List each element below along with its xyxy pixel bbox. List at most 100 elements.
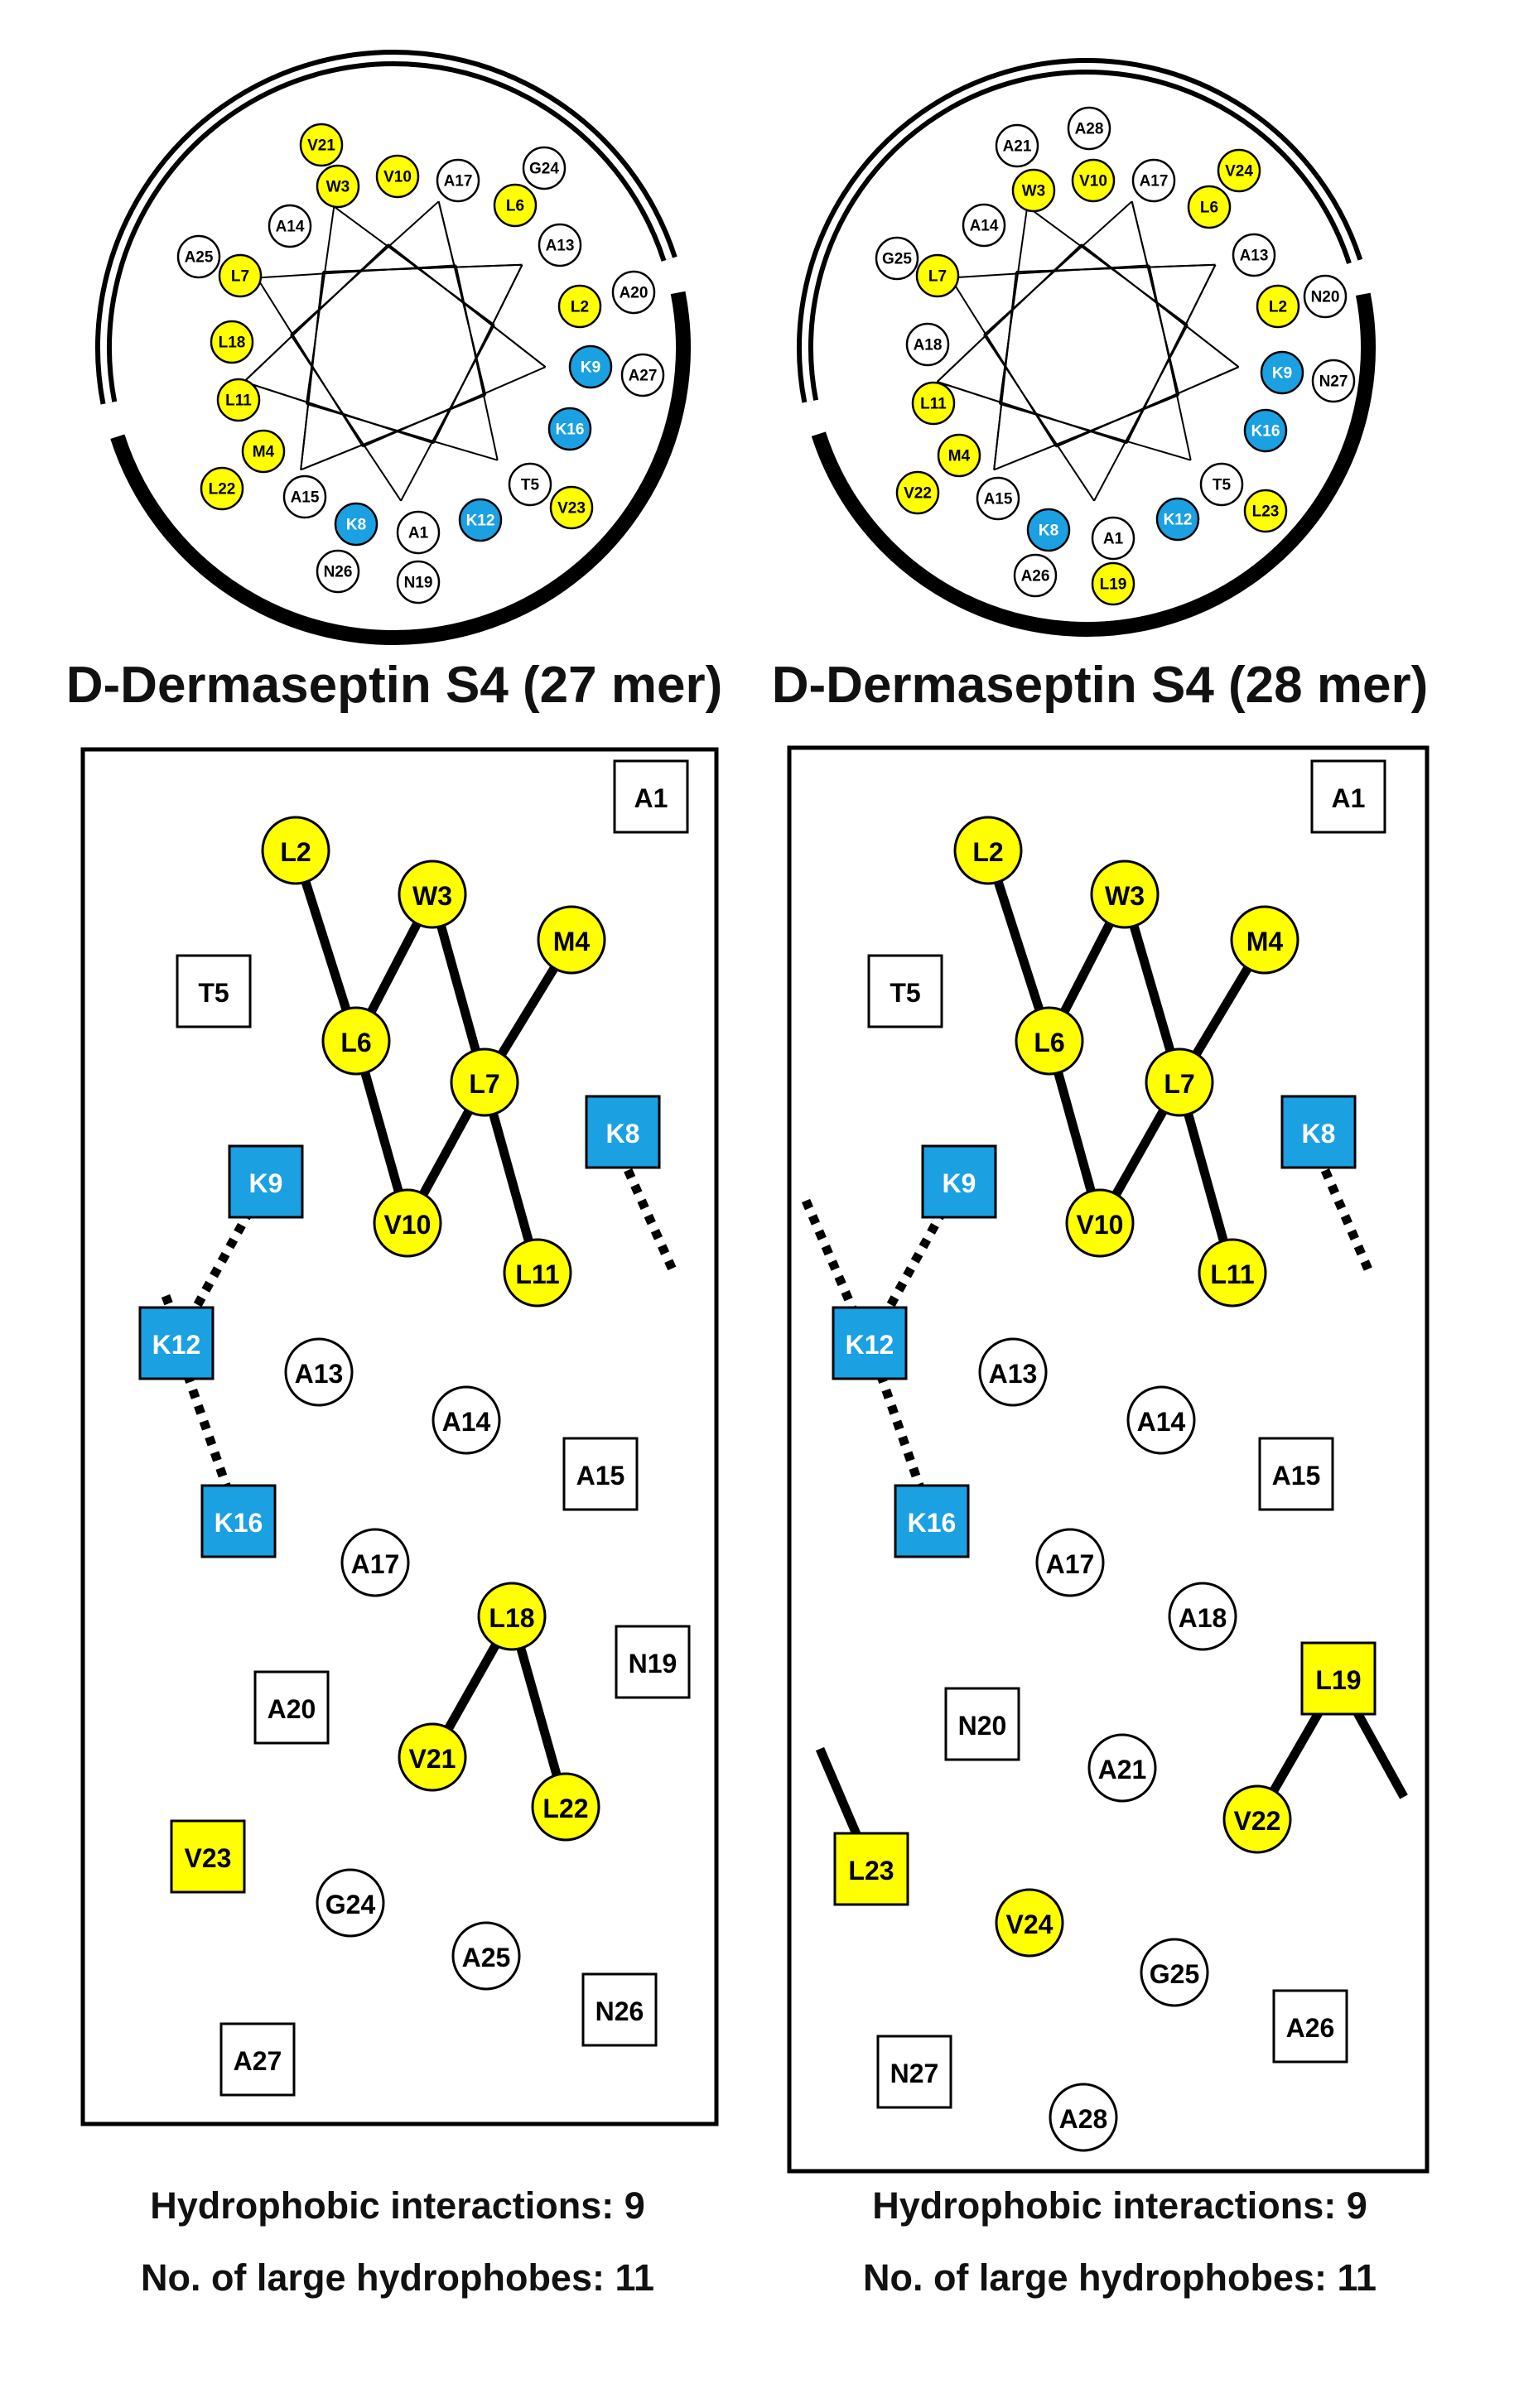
wheel-residue: [210, 320, 254, 364]
ionic-interaction-line: [616, 1153, 680, 1278]
helix-line: [437, 201, 487, 396]
wheel-residue-label: M4: [253, 444, 275, 461]
net-residue: [253, 1670, 330, 1745]
net-residue: [1258, 1437, 1334, 1511]
net-residue-label: A17: [1046, 1549, 1095, 1579]
wheel-residue-label: A1: [1103, 531, 1124, 548]
wheel-residue: [611, 270, 656, 315]
net-residue: [1140, 1938, 1209, 2007]
wheel-residue-label: G25: [882, 251, 912, 268]
wheel-residue-label: V22: [904, 485, 932, 503]
helix-line: [290, 200, 440, 336]
wheel-residue: [962, 203, 1006, 248]
net-residue: [284, 1337, 354, 1407]
helix-line: [993, 272, 1018, 470]
net-residue: [1049, 2083, 1118, 2152]
wheel-residue-label: L18: [219, 335, 246, 352]
net-residue-label: A21: [1098, 1755, 1147, 1784]
net-residue: [450, 1047, 519, 1117]
net-residue-label: V10: [384, 1210, 432, 1240]
net-residue-label: G25: [1150, 1959, 1199, 1989]
net-residue: [581, 1972, 658, 2047]
helix-line: [937, 381, 1127, 445]
wheel-residue: [1155, 497, 1200, 542]
wheel-residue: [1260, 350, 1304, 395]
net-residue-label: K12: [846, 1330, 894, 1360]
helix-line: [333, 205, 495, 326]
net-residue-label: N26: [595, 1996, 644, 2026]
net-residue: [219, 2022, 296, 2097]
wheel-residue: [1217, 148, 1261, 193]
net-residue-label: N19: [629, 1649, 677, 1678]
net-residue-label: L19: [1315, 1665, 1361, 1695]
net-residue: [373, 1188, 442, 1258]
wheel-residue-label: N19: [404, 575, 433, 592]
wheel-residue: [557, 284, 602, 329]
wheel-residue: [375, 154, 420, 199]
wheel-residue-label: K16: [1251, 423, 1280, 441]
helix-line: [936, 243, 1082, 383]
net-residue-label: L11: [515, 1259, 559, 1289]
wheel-residue: [915, 253, 960, 298]
title-27mer: D-Dermaseptin S4 (27 mer): [65, 657, 723, 714]
helix-line: [388, 243, 547, 368]
helix-line: [1016, 263, 1216, 273]
net-residue: [398, 1722, 467, 1792]
wheel-residue: [875, 236, 919, 281]
net-residue: [562, 1437, 639, 1511]
wheel-residue: [1091, 516, 1136, 561]
hydrophobic-face-arc-inner: [802, 62, 1358, 402]
helix-line: [243, 381, 434, 445]
net-residue-label: V22: [1234, 1806, 1281, 1836]
wheel-residue: [216, 378, 261, 422]
net-residue: [1065, 1188, 1135, 1258]
net-residue-label: T5: [890, 978, 920, 1008]
wheel-residue-label: L19: [1100, 576, 1127, 594]
wheel-residue: [436, 158, 480, 203]
wheel-residue-label: A13: [546, 238, 575, 255]
net-residue: [1310, 759, 1386, 834]
net-residue: [477, 1582, 547, 1651]
wheel-residue: [316, 164, 360, 209]
wheel-residue-label: L7: [231, 268, 249, 286]
net-residue-label: A13: [989, 1359, 1038, 1389]
net-residue-label: A26: [1286, 2013, 1335, 2043]
net-residue-label: A15: [576, 1461, 625, 1491]
net-residue: [1090, 860, 1160, 929]
wheel-residue-label: A18: [914, 337, 943, 354]
wheel-residue-label: T5: [521, 477, 540, 494]
polar-face-arc: [811, 292, 1376, 638]
helix-line: [1055, 366, 1239, 448]
wheel-residue-label: V10: [1079, 173, 1107, 190]
wheel-residue-label: K9: [1272, 365, 1292, 383]
helix-line: [300, 272, 325, 470]
net-residue-label: A17: [351, 1549, 400, 1579]
wheel-residue-label: L6: [506, 198, 524, 215]
wheel-residue-label: G24: [529, 161, 559, 178]
helix-line: [950, 264, 1150, 279]
helix-line: [300, 394, 486, 471]
net-residue: [261, 816, 330, 885]
wheel-residue-label: A20: [620, 285, 649, 302]
large-hydrophobes-28mer: No. of large hydrophobes: 11: [862, 2256, 1377, 2299]
net-residue: [537, 905, 606, 975]
wheel-residue: [1131, 158, 1176, 203]
wheel-residue-label: A15: [984, 491, 1013, 508]
wheel-residue: [299, 123, 344, 167]
wheel-residue: [1091, 561, 1136, 606]
wheel-residue: [1187, 185, 1232, 229]
wheel-residue-label: V21: [307, 137, 335, 155]
wheel-residue-label: K12: [1164, 512, 1193, 529]
wheel-residue-label: L11: [225, 393, 252, 410]
net-residue: [1300, 1641, 1377, 1716]
net-residue: [398, 860, 467, 929]
net-residue: [921, 1144, 997, 1219]
wheel-residue: [1232, 233, 1276, 277]
net-residue-label: V23: [185, 1843, 232, 1873]
wheel-residue-label: A14: [276, 219, 305, 236]
net-residue: [876, 2035, 952, 2109]
wheel-residue-label: A26: [1021, 568, 1050, 585]
wheel-residue: [458, 498, 503, 542]
wheel-residue-label: L22: [209, 481, 236, 498]
